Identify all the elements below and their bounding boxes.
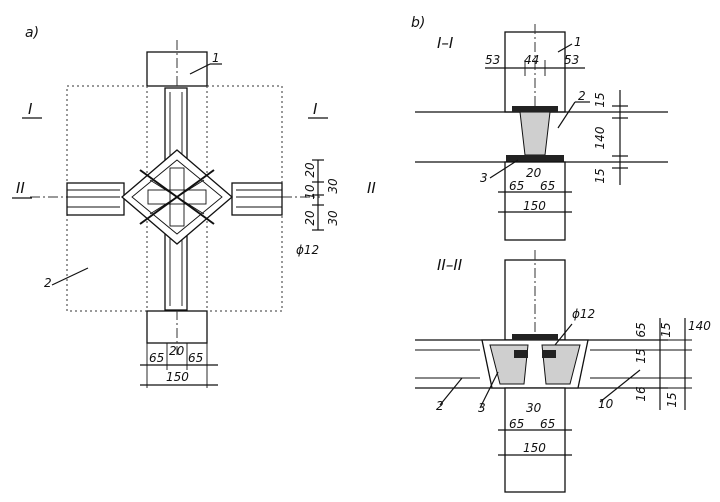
grout-fill <box>519 111 551 156</box>
panel-a-dim-right-4: 20 <box>303 210 317 226</box>
section-2-dim-gap: 30 <box>526 401 542 415</box>
panel-a-section-II-left: II <box>16 179 25 197</box>
section-1-dim-right-3: 15 <box>593 168 607 183</box>
section-1-callout-2: 2 <box>578 89 586 103</box>
section-2-title: II–II <box>437 256 463 274</box>
section-2-dim-right-1: 65 <box>634 322 648 337</box>
panel-a-dim-bottom-1: 65 <box>149 351 164 365</box>
section-2-dim-right-4: 16 <box>634 386 648 402</box>
rib-right <box>231 182 283 216</box>
panel-b-section-2: II–II ϕ12 2 3 10 65 <box>415 250 711 493</box>
section-1-dim-top-3: 53 <box>564 53 579 67</box>
section-1-dim-right-2: 140 <box>593 126 607 149</box>
section-2-dim-bottom-2: 65 <box>540 417 555 431</box>
section-2-dim-bottom-1: 65 <box>509 417 524 431</box>
section-2-dim-right-6: 140 <box>688 319 711 333</box>
panel-a-plan: a) <box>12 25 376 388</box>
section-2-dim-right-3: 15 <box>659 322 673 337</box>
section-1-callout-3: 3 <box>480 171 488 185</box>
panel-a-dim-right-1: 20 <box>303 162 317 178</box>
panel-a-dim-right-5: 30 <box>326 210 340 226</box>
panel-a-dim-right-2: 10 <box>303 184 317 200</box>
panel-a-callout-2: 2 <box>44 276 52 290</box>
section-1-dim-top-2: 44 <box>524 53 539 67</box>
panel-a-section-I-left: I <box>28 100 33 118</box>
section-1-dim-gap: 20 <box>526 166 542 180</box>
panel-a-callout-1: 1 <box>212 51 220 65</box>
lower-column <box>504 161 566 241</box>
section-2-rebar: ϕ12 <box>572 307 595 321</box>
section-1-dim-top-1: 53 <box>485 53 500 67</box>
panel-a-section-I-right: I <box>313 100 318 118</box>
section-2-callout-3: 3 <box>478 401 486 415</box>
panel-a-dim-bottom-3: 65 <box>188 351 203 365</box>
panel-a-dim-bottom-total: 150 <box>166 370 189 384</box>
section-1-dim-bottom-total: 150 <box>523 199 546 213</box>
panel-a-rebar: ϕ12 <box>296 243 319 257</box>
panel-a-section-II-right: II <box>367 179 376 197</box>
section-1-title: I–I <box>437 34 454 52</box>
section-2-callout-2: 2 <box>436 399 444 413</box>
panel-a-tag: a) <box>25 25 39 41</box>
panel-b-section-1: b) I–I 53 44 53 1 2 3 15 <box>411 15 668 241</box>
rib-left <box>66 182 125 216</box>
section-2-dim-right-2: 15 <box>634 348 648 363</box>
panel-a-dim-bottom-2: 20 <box>169 344 185 358</box>
section-1-callout-1: 1 <box>574 35 582 49</box>
lower-column-2 <box>504 387 566 493</box>
section-2-dim-bottom-total: 150 <box>523 441 546 455</box>
section-1-dim-bottom-2: 65 <box>540 179 555 193</box>
section-1-dim-right-1: 15 <box>593 92 607 107</box>
panel-b-tag: b) <box>411 15 425 31</box>
section-1-dim-bottom-1: 65 <box>509 179 524 193</box>
section-2-callout-10: 10 <box>598 397 614 411</box>
section-2-dim-right-5: 15 <box>665 392 679 407</box>
panel-a-dim-right-3: 30 <box>326 178 340 194</box>
